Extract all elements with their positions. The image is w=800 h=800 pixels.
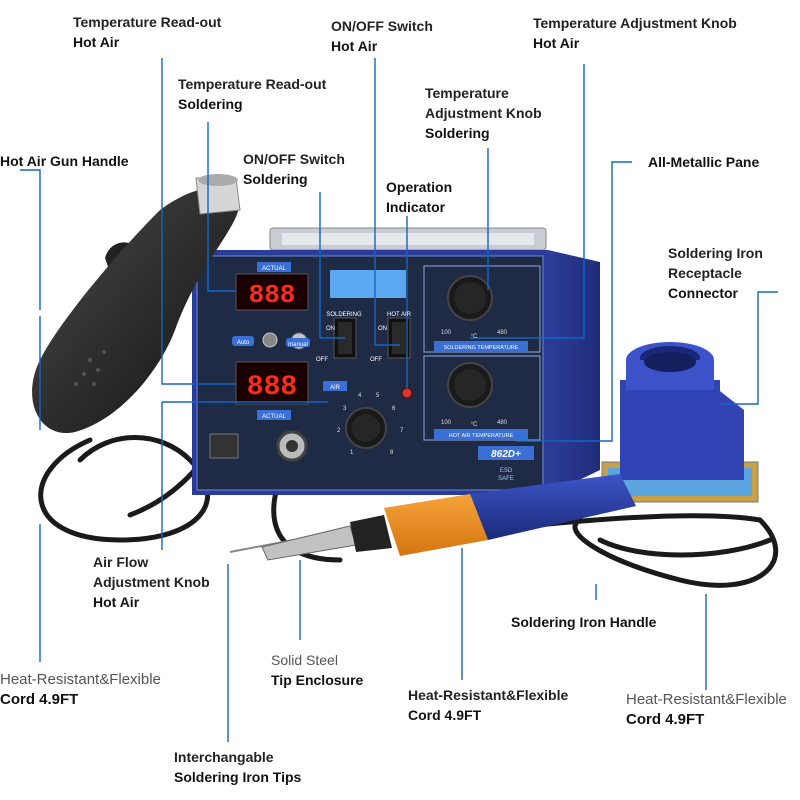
label-iron-tips: Interchangable Soldering Iron Tips <box>174 749 302 785</box>
display-bottom-digits: 888 <box>247 372 297 403</box>
label-onoff-hot-air: ON/OFF Switch Hot Air <box>331 18 433 54</box>
soldering-switch-label: SOLDERING <box>326 312 362 318</box>
hot-air-on-label: ON <box>378 326 387 332</box>
panel-text: ACTUAL ACTUAL 888 888 Auto manual SOLDER… <box>237 266 521 482</box>
iron-cord-right-2 <box>597 537 773 558</box>
soldering-temp-label: SOLDERING TEMPERATURE <box>444 345 519 351</box>
soldering-dial-max: 480 <box>497 330 508 336</box>
iron-cord-right <box>487 513 779 588</box>
label-hot-air-gun-handle: Hot Air Gun Handle <box>0 153 129 169</box>
label-cord-center: Heat-Resistant&Flexible Cord 4.9FT <box>408 687 569 723</box>
label-air-flow-knob: Air Flow Adjustment Knob Hot Air <box>93 554 210 610</box>
model-label: 862D+ <box>491 449 521 460</box>
side-panel <box>548 250 600 495</box>
air-scale-4: 4 <box>358 393 362 399</box>
air-scale-8: 8 <box>390 450 394 456</box>
station-body <box>192 227 600 495</box>
iron-receptacle <box>601 342 759 503</box>
air-scale-1: 1 <box>350 450 354 456</box>
actual-bottom-tag <box>257 410 291 420</box>
hot-air-gun <box>32 174 241 434</box>
soldering-on-label: ON <box>326 326 335 332</box>
air-scale-3: 3 <box>343 406 347 412</box>
hot-air-dial-unit: °C <box>471 422 478 428</box>
display-top-digits: 888 <box>249 280 296 310</box>
label-temp-readout-hot-air: Temperature Read-out Hot Air <box>73 14 222 50</box>
soldering-dial-unit: °C <box>471 334 478 340</box>
label-iron-handle: Soldering Iron Handle <box>511 614 657 630</box>
air-label: AIR <box>330 385 341 391</box>
label-operation-indicator: Operation Indicator <box>386 179 453 215</box>
label-iron-receptacle: Soldering Iron Receptacle Connector <box>668 245 763 301</box>
label-temp-knob-soldering: Temperature Adjustment Knob Soldering <box>425 85 542 141</box>
display-bottom <box>235 361 309 405</box>
soldering-off-label: OFF <box>316 357 328 363</box>
soldering-iron <box>229 474 636 561</box>
label-temp-readout-soldering: Temperature Read-out Soldering <box>178 76 327 112</box>
label-tip-enclosure: Solid Steel Tip Enclosure <box>271 652 364 688</box>
label-onoff-soldering: ON/OFF Switch Soldering <box>243 151 345 187</box>
hot-air-dial-max: 480 <box>497 420 508 426</box>
esd-label: ESD <box>500 468 513 474</box>
auto-label: Auto <box>237 340 250 346</box>
air-scale-5: 5 <box>376 393 380 399</box>
display-top <box>235 273 309 311</box>
soldering-dial-min: 100 <box>441 330 452 336</box>
hot-air-off-label: OFF <box>370 357 382 363</box>
actual-top-label: ACTUAL <box>262 266 286 272</box>
label-temp-knob-hot-air: Temperature Adjustment Knob Hot Air <box>533 15 737 51</box>
air-scale-2: 2 <box>337 428 341 434</box>
hot-air-temp-label: HOT AIR TEMPERATURE <box>449 433 514 439</box>
actual-top-tag <box>257 262 291 272</box>
label-metallic-pane: All-Metallic Pane <box>648 154 760 170</box>
actual-bottom-label: ACTUAL <box>262 414 286 420</box>
safe-label: SAFE <box>498 476 514 482</box>
info-screen <box>330 270 406 298</box>
label-cord-left: Heat-Resistant&Flexible Cord 4.9FT <box>0 671 161 708</box>
manual-label: manual <box>288 342 308 348</box>
model-plate <box>478 446 534 460</box>
hot-air-temp-panel <box>423 355 541 441</box>
hot-air-dial-min: 100 <box>441 420 452 426</box>
hot-air-switch-label: HOT AIR <box>387 312 412 318</box>
air-scale-6: 6 <box>392 406 396 412</box>
air-scale-7: 7 <box>400 428 404 434</box>
soldering-temp-panel <box>423 265 541 353</box>
label-cord-right: Heat-Resistant&Flexible Cord 4.9FT <box>626 691 787 728</box>
hot-air-cord <box>38 435 211 543</box>
leader-lines <box>20 58 778 742</box>
